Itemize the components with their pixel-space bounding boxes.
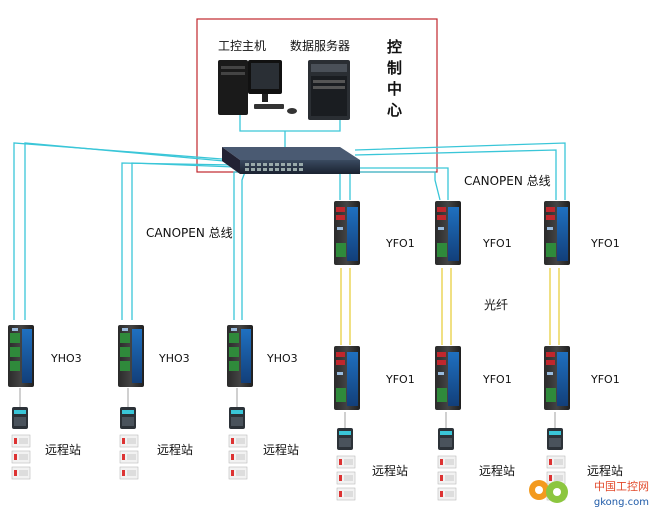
label-data-server: 数据服务器 bbox=[290, 38, 350, 53]
yho3-label: YHO3 bbox=[158, 352, 190, 365]
bus-label-left: CANOPEN 总线 bbox=[146, 226, 233, 240]
yfo1-label: YFO1 bbox=[385, 237, 415, 250]
remote-station-label: 远程站 bbox=[157, 442, 193, 457]
remote-station-icon bbox=[437, 455, 457, 501]
yfo1-label: YFO1 bbox=[590, 373, 620, 386]
remote-station-icon bbox=[228, 434, 248, 480]
gear-logo-icon bbox=[529, 480, 568, 503]
yho3-device-icon bbox=[227, 325, 253, 387]
remote-station-icon bbox=[336, 455, 356, 501]
network-switch-icon bbox=[222, 147, 360, 174]
yfo1-label: YFO1 bbox=[590, 237, 620, 250]
bus-label-right: CANOPEN 总线 bbox=[464, 174, 551, 188]
remote-module-icon bbox=[229, 407, 245, 429]
yho3-label: YHO3 bbox=[266, 352, 298, 365]
fiber-label: 光纤 bbox=[484, 298, 508, 312]
label-industrial-pc: 工控主机 bbox=[218, 39, 266, 53]
remote-station-label: 远程站 bbox=[45, 442, 81, 457]
remote-station-label: 远程站 bbox=[263, 442, 299, 457]
yfo1-device-icon bbox=[544, 346, 570, 410]
remote-station-icon bbox=[11, 434, 31, 480]
remote-module-icon bbox=[547, 428, 563, 450]
watermark-url: gkong.com bbox=[593, 497, 649, 508]
yfo1-label: YFO1 bbox=[385, 373, 415, 386]
yfo1-label: YFO1 bbox=[482, 373, 512, 386]
yfo1-device-icon bbox=[334, 201, 360, 265]
remote-station-label: 远程站 bbox=[587, 463, 623, 478]
yfo1-device-icon bbox=[435, 201, 461, 265]
remote-module-icon bbox=[12, 407, 28, 429]
industrial-pc-icon bbox=[218, 60, 297, 115]
yfo1-device-icon bbox=[544, 201, 570, 265]
watermark-title: 中国工控网 bbox=[594, 480, 649, 493]
yho3-device-icon bbox=[8, 325, 34, 387]
remote-module-icon bbox=[438, 428, 454, 450]
remote-module-icon bbox=[337, 428, 353, 450]
control-center-title-1: 控 bbox=[387, 38, 402, 56]
remote-station-label: 远程站 bbox=[479, 463, 515, 478]
yfo1-label: YFO1 bbox=[482, 237, 512, 250]
ethernet-cables bbox=[13, 112, 566, 320]
data-server-icon bbox=[308, 60, 350, 120]
yho3-label: YHO3 bbox=[50, 352, 82, 365]
yfo1-device-icon bbox=[435, 346, 461, 410]
control-center-title-4: 心 bbox=[387, 101, 402, 119]
yfo1-device-icon bbox=[334, 346, 360, 410]
control-center-title-2: 制 bbox=[387, 59, 402, 77]
fiber-links bbox=[340, 268, 560, 345]
yho3-device-icon bbox=[118, 325, 144, 387]
remote-station-icon bbox=[119, 434, 139, 480]
control-center-title-3: 中 bbox=[387, 80, 402, 98]
remote-module-icon bbox=[120, 407, 136, 429]
remote-station-label: 远程站 bbox=[372, 463, 408, 478]
remote-links bbox=[19, 388, 556, 428]
